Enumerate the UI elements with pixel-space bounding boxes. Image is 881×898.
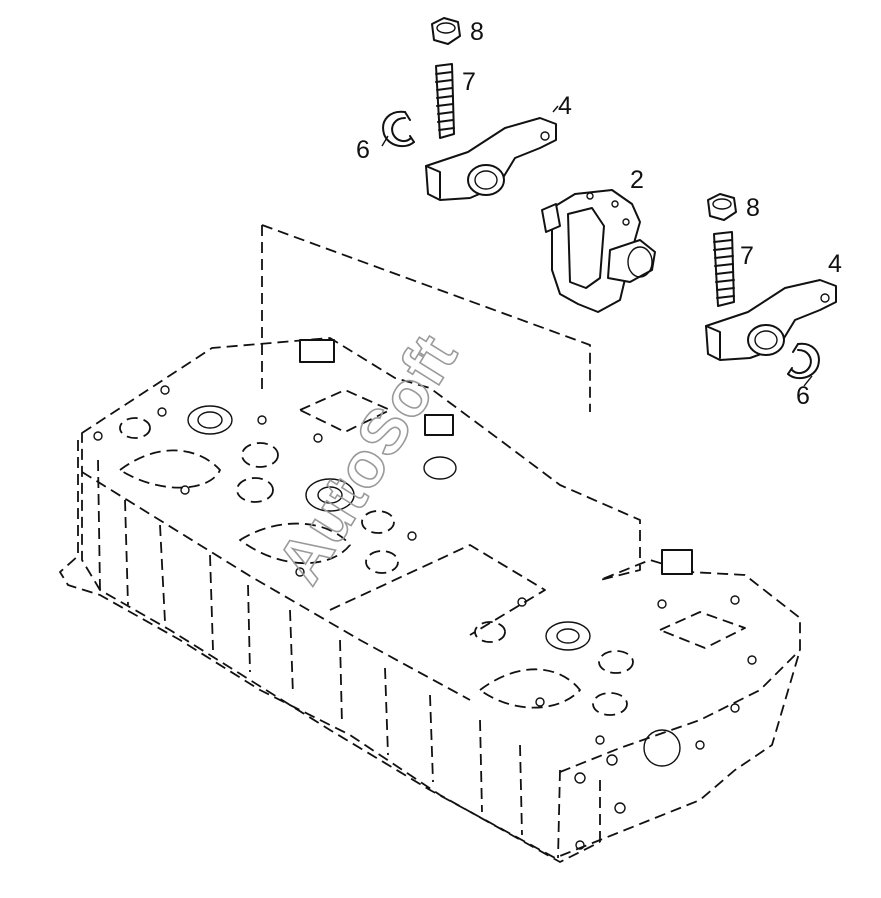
callout-6-right: 6 [796, 382, 810, 410]
callout-2: 2 [630, 166, 644, 194]
nut-part-8-left [431, 17, 461, 45]
callout-8-right: 8 [746, 194, 760, 222]
callout-8-left: 8 [470, 18, 484, 46]
head-ports [93, 339, 746, 745]
callout-labels: 8 7 6 4 2 8 7 4 6 [356, 18, 842, 410]
cylinder-head [59, 337, 801, 863]
callout-7-left: 7 [462, 68, 476, 96]
circlip-part-6-right [787, 342, 820, 380]
watermark-text: AutoSoft [263, 321, 471, 595]
callout-4-right: 4 [828, 250, 842, 278]
rocker-support-part-2 [541, 189, 656, 313]
leader-lines [381, 105, 813, 387]
callout-6-left: 6 [356, 136, 370, 164]
adjusting-screw-part-7-left [435, 63, 455, 139]
rocker-arm-part-4-right [705, 279, 837, 361]
rocker-arm-part-4-left [425, 117, 557, 201]
adjusting-screw-part-7-right [713, 231, 735, 307]
nut-part-8-right [707, 193, 737, 221]
callout-7-right: 7 [740, 242, 754, 270]
callout-4-left: 4 [558, 92, 572, 120]
assembly-lines [261, 224, 591, 412]
circlip-part-6-left [382, 110, 415, 148]
